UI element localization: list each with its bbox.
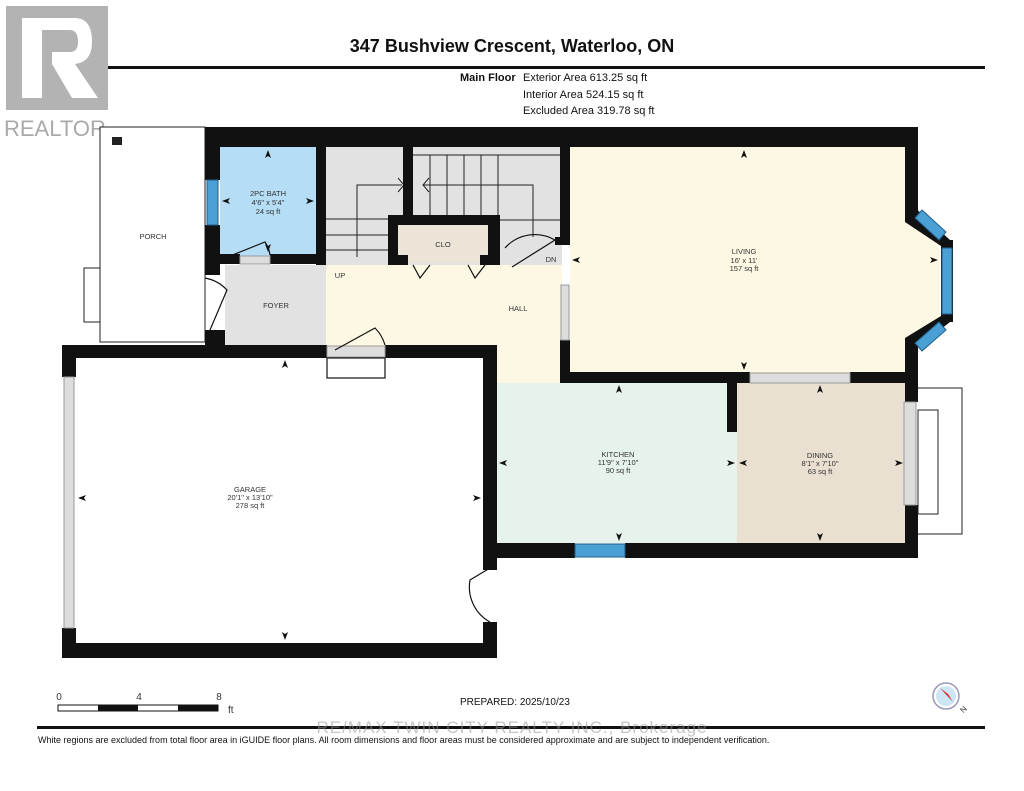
dining-label: DINING [807,451,833,460]
garage-area: 278 sq ft [236,501,266,510]
garage-dims: 20'1" x 13'10" [227,493,273,502]
excluded-area: Excluded Area 319.78 sq ft [523,105,655,117]
stairs-down-label: DN [546,255,557,264]
dimension-arrows [78,150,938,640]
hall-label: HALL [509,304,528,313]
garage-label: GARAGE [234,485,266,494]
kitchen-area: 90 sq ft [606,466,632,475]
compass-icon: N [932,682,969,715]
walls [62,127,953,658]
floor-name: Main Floor [460,72,516,84]
realtor-logo: REALTOR [4,6,108,141]
bath-room [220,147,316,257]
exterior-area: Exterior Area 613.25 sq ft [523,72,648,84]
kitchen-dims: 11'9" x 7'10" [598,458,639,467]
stairs-up-label: UP [335,271,345,280]
living-area: 157 sq ft [730,264,760,273]
scale-label-4: 4 [136,692,142,703]
bath-label: 2PC BATH [250,189,286,198]
closet [398,225,488,263]
interior-area: Interior Area 524.15 sq ft [523,89,644,101]
realtor-logo-text: REALTOR [4,116,106,141]
living-dims: 16' x 11' [731,256,758,265]
foyer-label: FOYER [263,301,289,310]
compass-north: N [958,704,969,715]
windows [206,179,953,558]
porch-label: PORCH [139,232,166,241]
kitchen-room [497,383,737,543]
closet-label: CLO [435,240,451,249]
disclaimer: White regions are excluded from total fl… [38,735,770,745]
scale-bar: 0 4 8 ft [56,692,234,716]
garage-room [76,358,483,643]
foyer-room [225,265,326,345]
watermark: RE/MAX TWIN CITY REALTY INC., Brokerage [316,718,708,737]
dining-dims: 8'1" x 7'10" [802,459,839,468]
dining-area: 63 sq ft [808,467,834,476]
living-label: LIVING [732,247,757,256]
bath-dims: 4'6" x 5'4" [252,198,285,207]
dining-room [737,383,905,543]
scale-label-8: 8 [216,692,222,703]
scale-label-0: 0 [56,692,62,703]
kitchen-label: KITCHEN [602,450,635,459]
footer-divider [37,726,985,729]
scale-unit: ft [228,705,234,716]
living-room [570,145,905,373]
header-divider [37,66,985,69]
page-title: 347 Bushview Crescent, Waterloo, ON [349,36,675,56]
porch [99,126,206,343]
bath-area: 24 sq ft [256,207,282,216]
prepared-date: PREPARED: 2025/10/23 [460,697,570,708]
